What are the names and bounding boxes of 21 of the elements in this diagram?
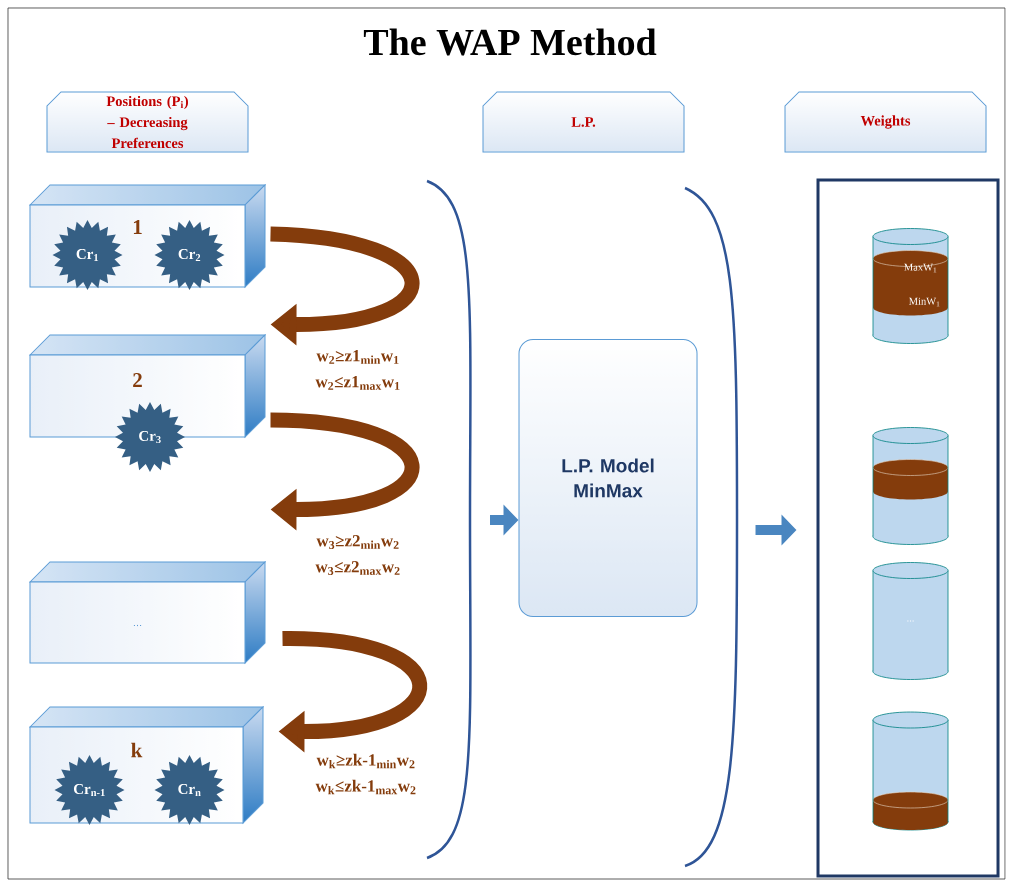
cylinder: ...: [872, 562, 949, 680]
header-tab: Positions (P$_{i}$) – Decreasing Preferences: [46, 91, 249, 153]
starburst: Cr$_{n-1}$: [54, 755, 125, 825]
header-tab: L.P.: [482, 91, 685, 153]
edge-label: w$_{3}$≥z2$_{min}$w$_{2}$ w$_{3}$≤z2$_{max}$w$_{2}$: [315, 535, 400, 575]
starburst: Cr$_{2}$: [154, 220, 225, 290]
cylinder: MaxW$_{1}$ MinW$_{1}$: [872, 228, 949, 344]
starburst: Cr$_{n}$: [154, 755, 225, 825]
edge-label: w$_{k}$≥zk-1$_{min}$w$_{2}$ w$_{k}$≤zk-1$_{max}$w$_{2}$: [315, 753, 416, 795]
cylinder: [872, 711, 949, 831]
arrow: [270, 226, 420, 346]
starburst: Cr$_{1}$: [52, 220, 123, 290]
header-tab: Weights: [784, 91, 987, 153]
model-box: L.P. Model MinMax: [518, 339, 698, 617]
starburst: Cr$_{3}$: [115, 402, 185, 472]
title: The WAP Method: [363, 28, 657, 56]
cylinder: [872, 427, 949, 545]
block-box: ...: [29, 561, 266, 664]
arrow: [270, 412, 420, 531]
weights-frame: [816, 178, 1000, 878]
edge-label: w$_{2}$≥z1$_{min}$w$_{1}$ w$_{2}$≤z1$_{max}$w$_{1}$: [315, 350, 400, 390]
